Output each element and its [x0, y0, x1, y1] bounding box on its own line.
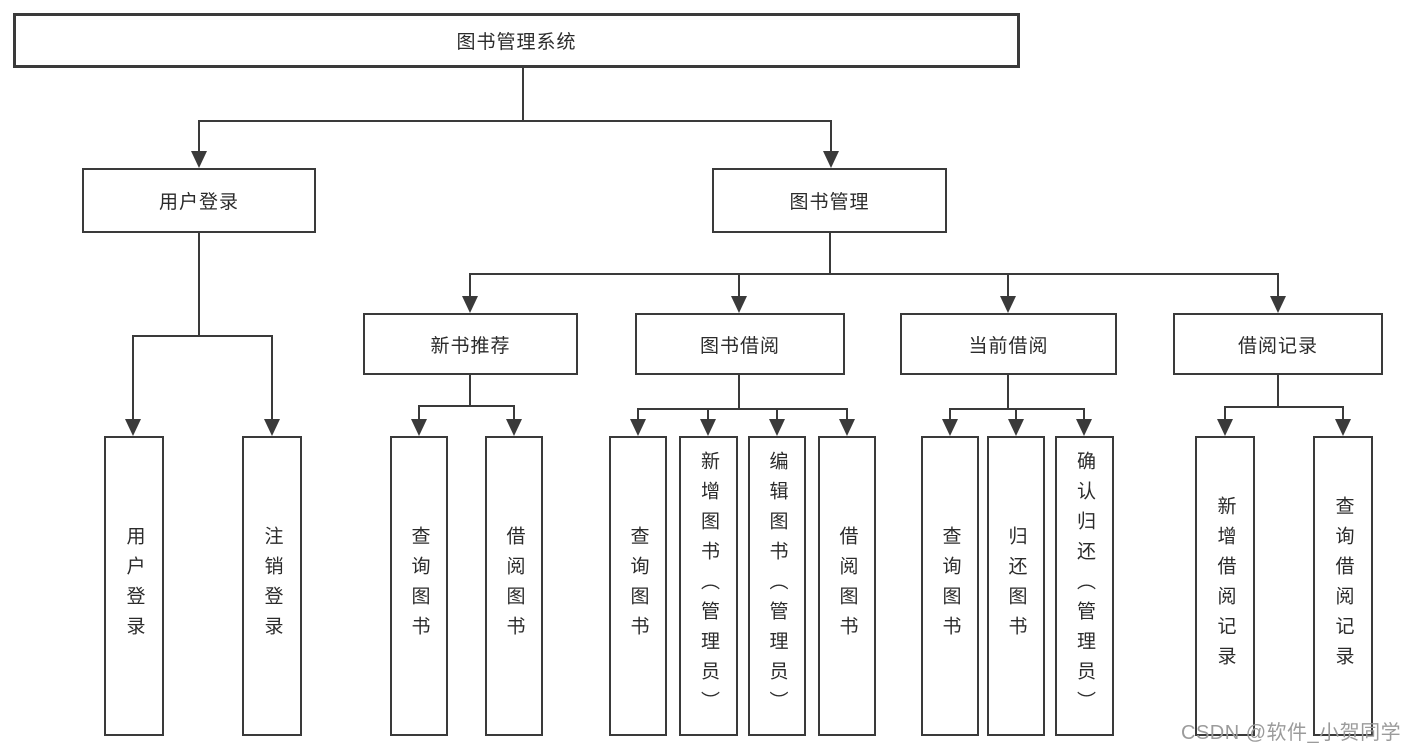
connector-line — [198, 120, 832, 122]
node-root: 图书管理系统 — [13, 13, 1020, 68]
connector-line — [707, 408, 709, 422]
node-leaf-add-book-admin: 新增图书（管理员） — [679, 436, 738, 736]
arrowhead-down-icon — [769, 419, 785, 436]
node-leaf-query-book-2: 查询图书 — [609, 436, 667, 736]
node-new-book-recommend: 新书推荐 — [363, 313, 578, 375]
node-leaf-user-login: 用户登录 — [104, 436, 164, 736]
watermark: CSDN @软件_小贺同学 — [1181, 722, 1402, 744]
connector-line — [830, 120, 832, 154]
connector-line — [846, 408, 848, 422]
connector-line — [513, 405, 515, 422]
connector-line — [637, 408, 848, 410]
arrowhead-down-icon — [839, 419, 855, 436]
node-user-login: 用户登录 — [82, 168, 316, 233]
connector-line — [132, 335, 134, 422]
node-leaf-add-borrow-record: 新增借阅记录 — [1195, 436, 1255, 736]
node-current-borrow: 当前借阅 — [900, 313, 1117, 375]
arrowhead-down-icon — [264, 419, 280, 436]
arrowhead-down-icon — [506, 419, 522, 436]
connector-line — [738, 273, 740, 299]
node-leaf-confirm-return-admin: 确认归还（管理员） — [1055, 436, 1114, 736]
arrowhead-down-icon — [125, 419, 141, 436]
connector-line — [418, 405, 515, 407]
connector-line — [469, 273, 1279, 275]
arrowhead-down-icon — [1270, 296, 1286, 313]
node-leaf-return-book: 归还图书 — [987, 436, 1045, 736]
node-borrow-record: 借阅记录 — [1173, 313, 1383, 375]
connector-line — [469, 375, 471, 405]
connector-line — [1224, 406, 1226, 422]
arrowhead-down-icon — [823, 151, 839, 168]
connector-line — [949, 408, 951, 422]
node-leaf-borrow-book-1: 借阅图书 — [485, 436, 543, 736]
node-leaf-query-book-1: 查询图书 — [390, 436, 448, 736]
node-leaf-query-book-3: 查询图书 — [921, 436, 979, 736]
connector-line — [829, 233, 831, 273]
arrowhead-down-icon — [191, 151, 207, 168]
connector-line — [1083, 408, 1085, 422]
connector-line — [776, 408, 778, 422]
node-leaf-borrow-book-2: 借阅图书 — [818, 436, 876, 736]
arrowhead-down-icon — [1217, 419, 1233, 436]
arrowhead-down-icon — [630, 419, 646, 436]
connector-line — [1015, 408, 1017, 422]
connector-line — [738, 375, 740, 408]
connector-line — [1224, 406, 1343, 408]
connector-line — [469, 273, 471, 299]
connector-line — [1277, 375, 1279, 406]
connector-line — [271, 335, 273, 422]
connector-line — [418, 405, 420, 422]
connector-line — [132, 335, 273, 337]
arrowhead-down-icon — [942, 419, 958, 436]
node-leaf-logout: 注销登录 — [242, 436, 302, 736]
connector-line — [637, 408, 639, 422]
arrowhead-down-icon — [411, 419, 427, 436]
node-book-borrow: 图书借阅 — [635, 313, 845, 375]
connector-line — [1277, 273, 1279, 299]
connector-line — [522, 68, 524, 120]
connector-line — [949, 408, 1085, 410]
node-leaf-edit-book-admin: 编辑图书（管理员） — [748, 436, 806, 736]
arrowhead-down-icon — [1008, 419, 1024, 436]
connector-line — [1342, 406, 1344, 422]
arrowhead-down-icon — [700, 419, 716, 436]
node-book-management: 图书管理 — [712, 168, 947, 233]
arrowhead-down-icon — [1335, 419, 1351, 436]
node-leaf-query-borrow-record: 查询借阅记录 — [1313, 436, 1373, 736]
connector-line — [198, 233, 200, 335]
connector-line — [1007, 273, 1009, 299]
arrowhead-down-icon — [1000, 296, 1016, 313]
arrowhead-down-icon — [1076, 419, 1092, 436]
connector-line — [1007, 375, 1009, 408]
arrowhead-down-icon — [731, 296, 747, 313]
arrowhead-down-icon — [462, 296, 478, 313]
connector-line — [198, 120, 200, 154]
